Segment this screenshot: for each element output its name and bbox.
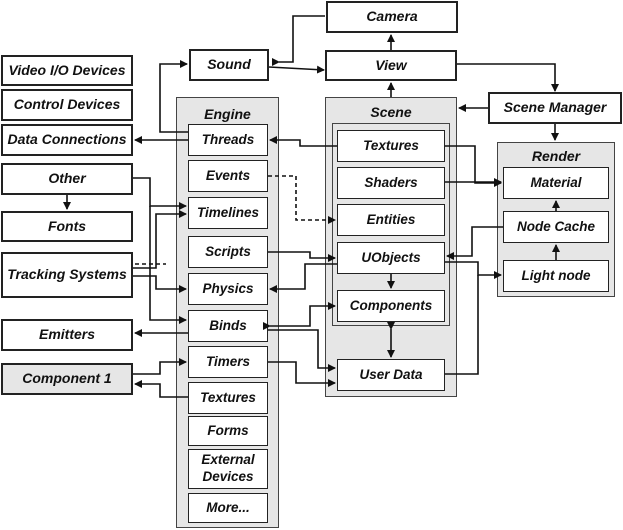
scenetextures-threads-connector [269, 136, 337, 147]
scripts-uobjects-connector [268, 251, 336, 262]
render-material: Material [503, 167, 609, 199]
engine-events: Events [188, 160, 268, 192]
scene-shaders: Shaders [337, 167, 445, 199]
threads-sound-connector [159, 60, 188, 133]
textures-component1-connector [134, 380, 188, 398]
other-box: Other [1, 163, 133, 195]
scene-components: Components [337, 290, 445, 322]
engine-scripts: Scripts [188, 236, 268, 268]
engine-group-title: Engine [204, 106, 251, 122]
component1-timers-connector [133, 358, 187, 375]
engine-forms: Forms [188, 416, 268, 446]
engine-timelines: Timelines [188, 197, 268, 229]
scene-textures: Textures [337, 130, 445, 162]
nodecache-uobjects-connector [446, 226, 503, 260]
tracking-physics-connector [133, 275, 187, 293]
render-node-cache: Node Cache [503, 211, 609, 243]
scene-manager-box: Scene Manager [488, 92, 622, 124]
events-entities-connector [268, 175, 336, 224]
engine-more: More... [188, 493, 268, 523]
binds-userdata-connector [268, 329, 336, 372]
emitters-box: Emitters [1, 319, 133, 351]
fonts-box: Fonts [1, 211, 133, 242]
sound-view-connector [268, 65, 325, 74]
engine-binds: Binds [188, 310, 268, 342]
engine-physics: Physics [188, 273, 268, 305]
userdata-lightnode-connector [445, 275, 479, 375]
uobjects-physics-connector [269, 263, 337, 293]
control-devices-box: Control Devices [1, 89, 133, 121]
render-light-node: Light node [503, 260, 609, 292]
engine-timers: Timers [188, 346, 268, 378]
scene-uobjects: UObjects [337, 242, 445, 274]
view-scenemanager-connector [457, 63, 559, 92]
camera-box: Camera [326, 1, 458, 33]
textures-material-connector [445, 145, 502, 187]
scene-group-title: Scene [370, 104, 412, 120]
other-timelines-connector [133, 177, 187, 210]
timers-userdata-connector [268, 361, 336, 387]
engine-textures: Textures [188, 382, 268, 414]
engine-external-devices: External Devices [188, 449, 268, 489]
engine-threads: Threads [188, 124, 268, 156]
component-1-box: Component 1 [1, 363, 133, 395]
scene-user-data: User Data [337, 359, 445, 391]
tracking-timelines-connector [133, 210, 187, 269]
tracking-systems-box: Tracking Systems [1, 252, 133, 298]
data-connections-box: Data Connections [1, 124, 133, 156]
scene-entities: Entities [337, 204, 445, 236]
sound-camera-connector [272, 15, 325, 66]
sound-box: Sound [189, 49, 269, 81]
binds-components-connector [263, 302, 336, 330]
render-group-title: Render [531, 148, 581, 164]
video-io-devices-box: Video I/O Devices [1, 55, 133, 86]
uobjects-lightnode-connector [445, 261, 502, 279]
view-box: View [325, 50, 457, 81]
other-binds-connector [149, 206, 187, 324]
